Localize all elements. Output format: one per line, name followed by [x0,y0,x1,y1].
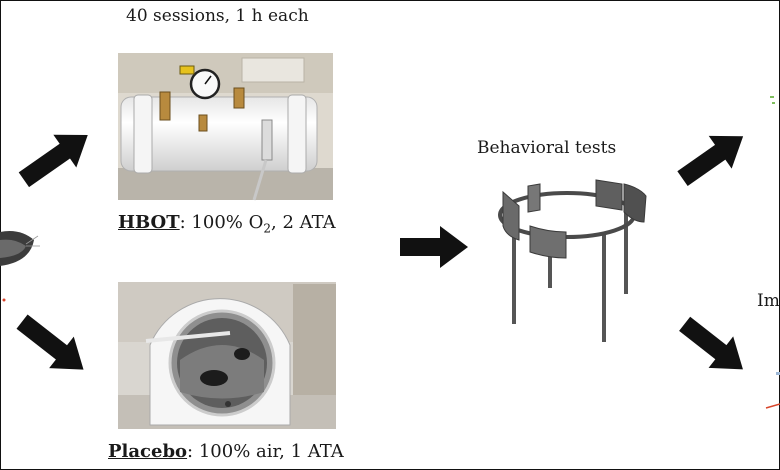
arrow-to-upper-right [677,135,744,187]
hbot-label: HBOT: 100% O2, 2 ATA [118,212,336,236]
placebo-detail: : 100% air, 1 ATA [187,441,344,462]
arrow-to-behavior [400,226,468,268]
hbot-name: HBOT [118,212,180,233]
placebo-chamber-photo [118,282,336,429]
circular-maze [498,179,647,342]
arrow-to-placebo [16,314,84,370]
arrow-to-lower-right [679,316,743,370]
sessions-caption: 40 sessions, 1 h each [126,6,309,26]
placebo-name: Placebo [108,441,188,462]
behavioral-tests-label: Behavioral tests [477,138,617,158]
cropped-label: Im [757,291,780,311]
hbot-chamber-photo [118,53,333,201]
arrows-group [16,134,744,370]
hbot-detail-2: , 2 ATA [271,212,336,233]
right-edge-fragments [765,96,780,409]
arrow-to-hbot [18,134,88,188]
placebo-label: Placebo: 100% air, 1 ATA [108,441,344,462]
rat-illustration [0,231,40,302]
hbot-subscript: 2 [263,221,272,236]
hbot-detail: : 100% O [179,212,264,233]
